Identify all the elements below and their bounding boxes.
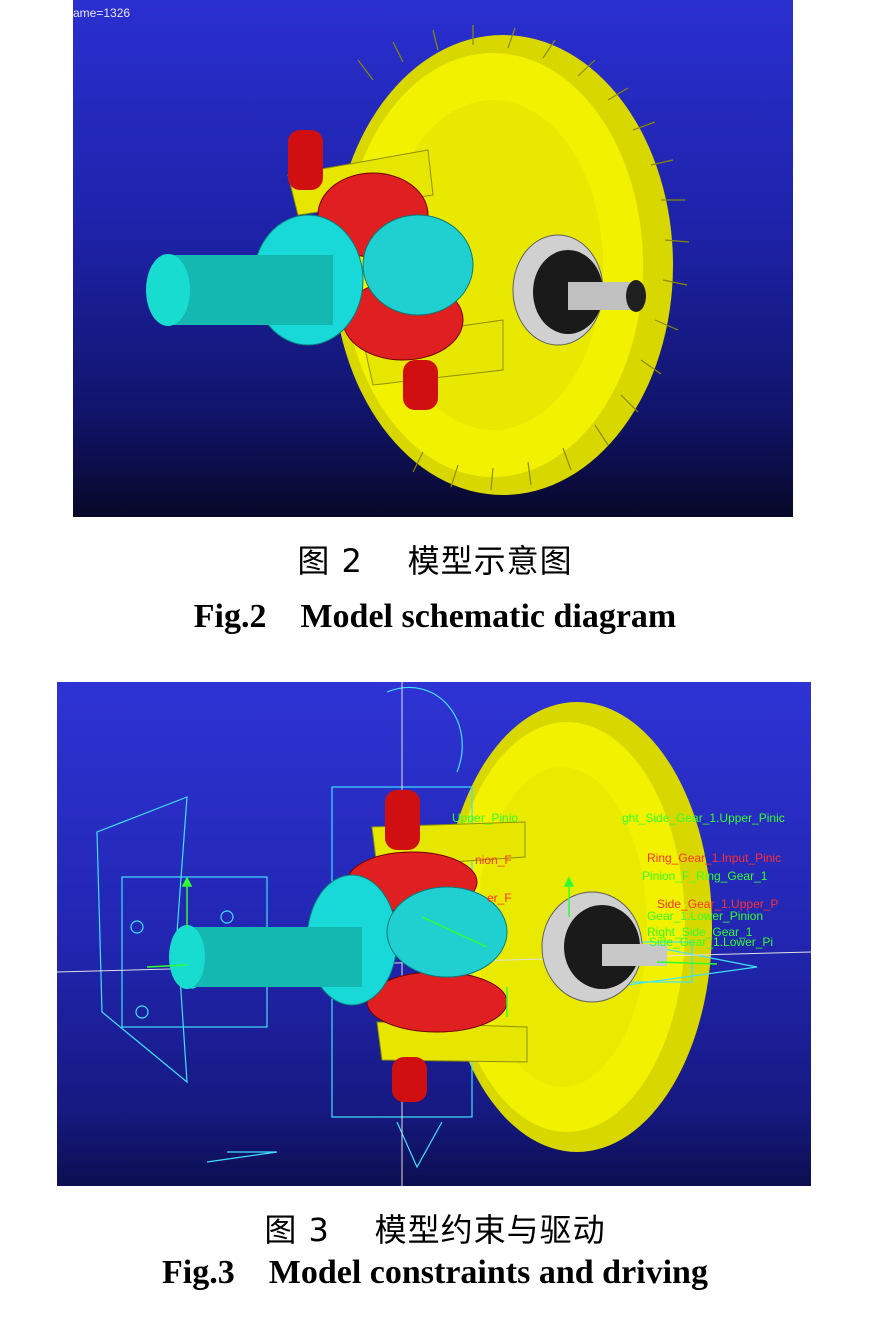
figure-2-render: ame=1326 xyxy=(73,0,793,517)
label-right-side-upper: ght_Side_Gear_1.Upper_Pinic xyxy=(622,811,785,825)
constraints-model-view: Upper_Pinio ght_Side_Gear_1.Upper_Pinic … xyxy=(57,682,811,1186)
label-inner-red-1: nion_F xyxy=(475,853,512,867)
input-pinion xyxy=(512,234,646,346)
label-ring-gear-lower: Pinion_F_Ring_Gear_1 xyxy=(642,869,768,883)
label-upper-pinion: Upper_Pinio xyxy=(452,811,518,825)
label-side-gear-upper: Side_Gear_1.Upper_P xyxy=(657,897,778,911)
figure-2-caption-english: Fig.2 Model schematic diagram xyxy=(193,598,677,635)
figure-3-render: Upper_Pinio ght_Side_Gear_1.Upper_Pinic … xyxy=(57,682,811,1186)
label-side-gear-lower: Side_Gear_1.Lower_Pi xyxy=(649,935,773,949)
differential-model-view xyxy=(146,25,690,495)
label-ring-gear-input: Ring_Gear_1.Input_Pinic xyxy=(647,851,781,865)
figure-3-caption-english: Fig.3 Model constraints and driving xyxy=(162,1254,708,1291)
figure-3-caption-chinese: 图 3 模型约束与驱动 xyxy=(264,1211,606,1249)
label-inner-red-2: er_F xyxy=(487,891,512,905)
label-right-side-lower: Right_Side_Gear_1 xyxy=(647,925,753,939)
figure-2-caption-chinese: 图 2 模型示意图 xyxy=(297,542,573,580)
label-gear-lower: Gear_1.Lower_Pinion xyxy=(647,909,763,923)
frame-counter: ame=1326 xyxy=(73,6,131,20)
